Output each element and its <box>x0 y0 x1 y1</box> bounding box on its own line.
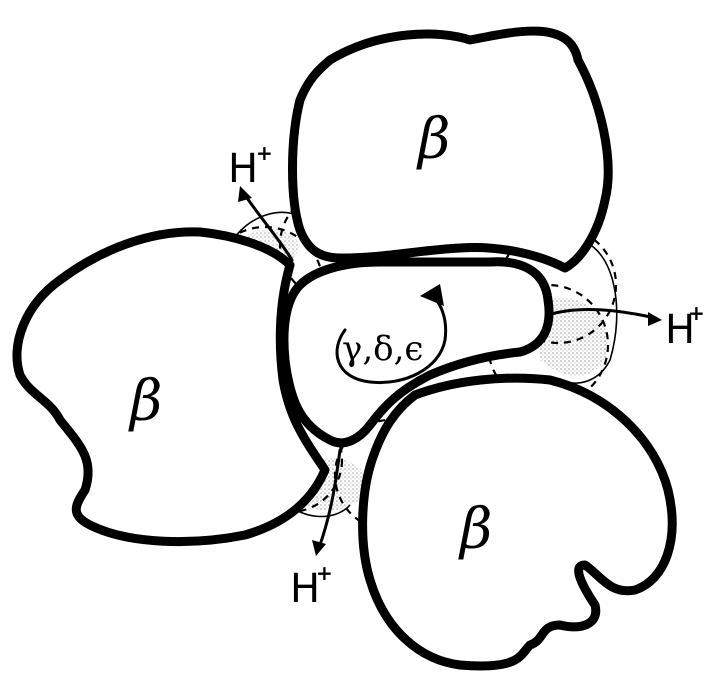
proton-arrowhead-bottom-icon <box>312 540 326 556</box>
beta-label-top: β <box>416 107 450 172</box>
core-label: γ,δ,ϵ <box>342 329 423 369</box>
proton-charge-top-left: + <box>256 141 273 165</box>
proton-arrowhead-right-icon <box>648 312 662 326</box>
proton-charge-bottom: + <box>316 561 333 585</box>
proton-charge-right: + <box>688 301 704 325</box>
beta-subunit-bottom <box>363 378 673 666</box>
beta-label-bottom: β <box>458 497 492 562</box>
beta-label-left: β <box>128 369 162 434</box>
proton-label-top-left: H <box>228 146 258 192</box>
beta-subunit-left <box>17 232 325 542</box>
